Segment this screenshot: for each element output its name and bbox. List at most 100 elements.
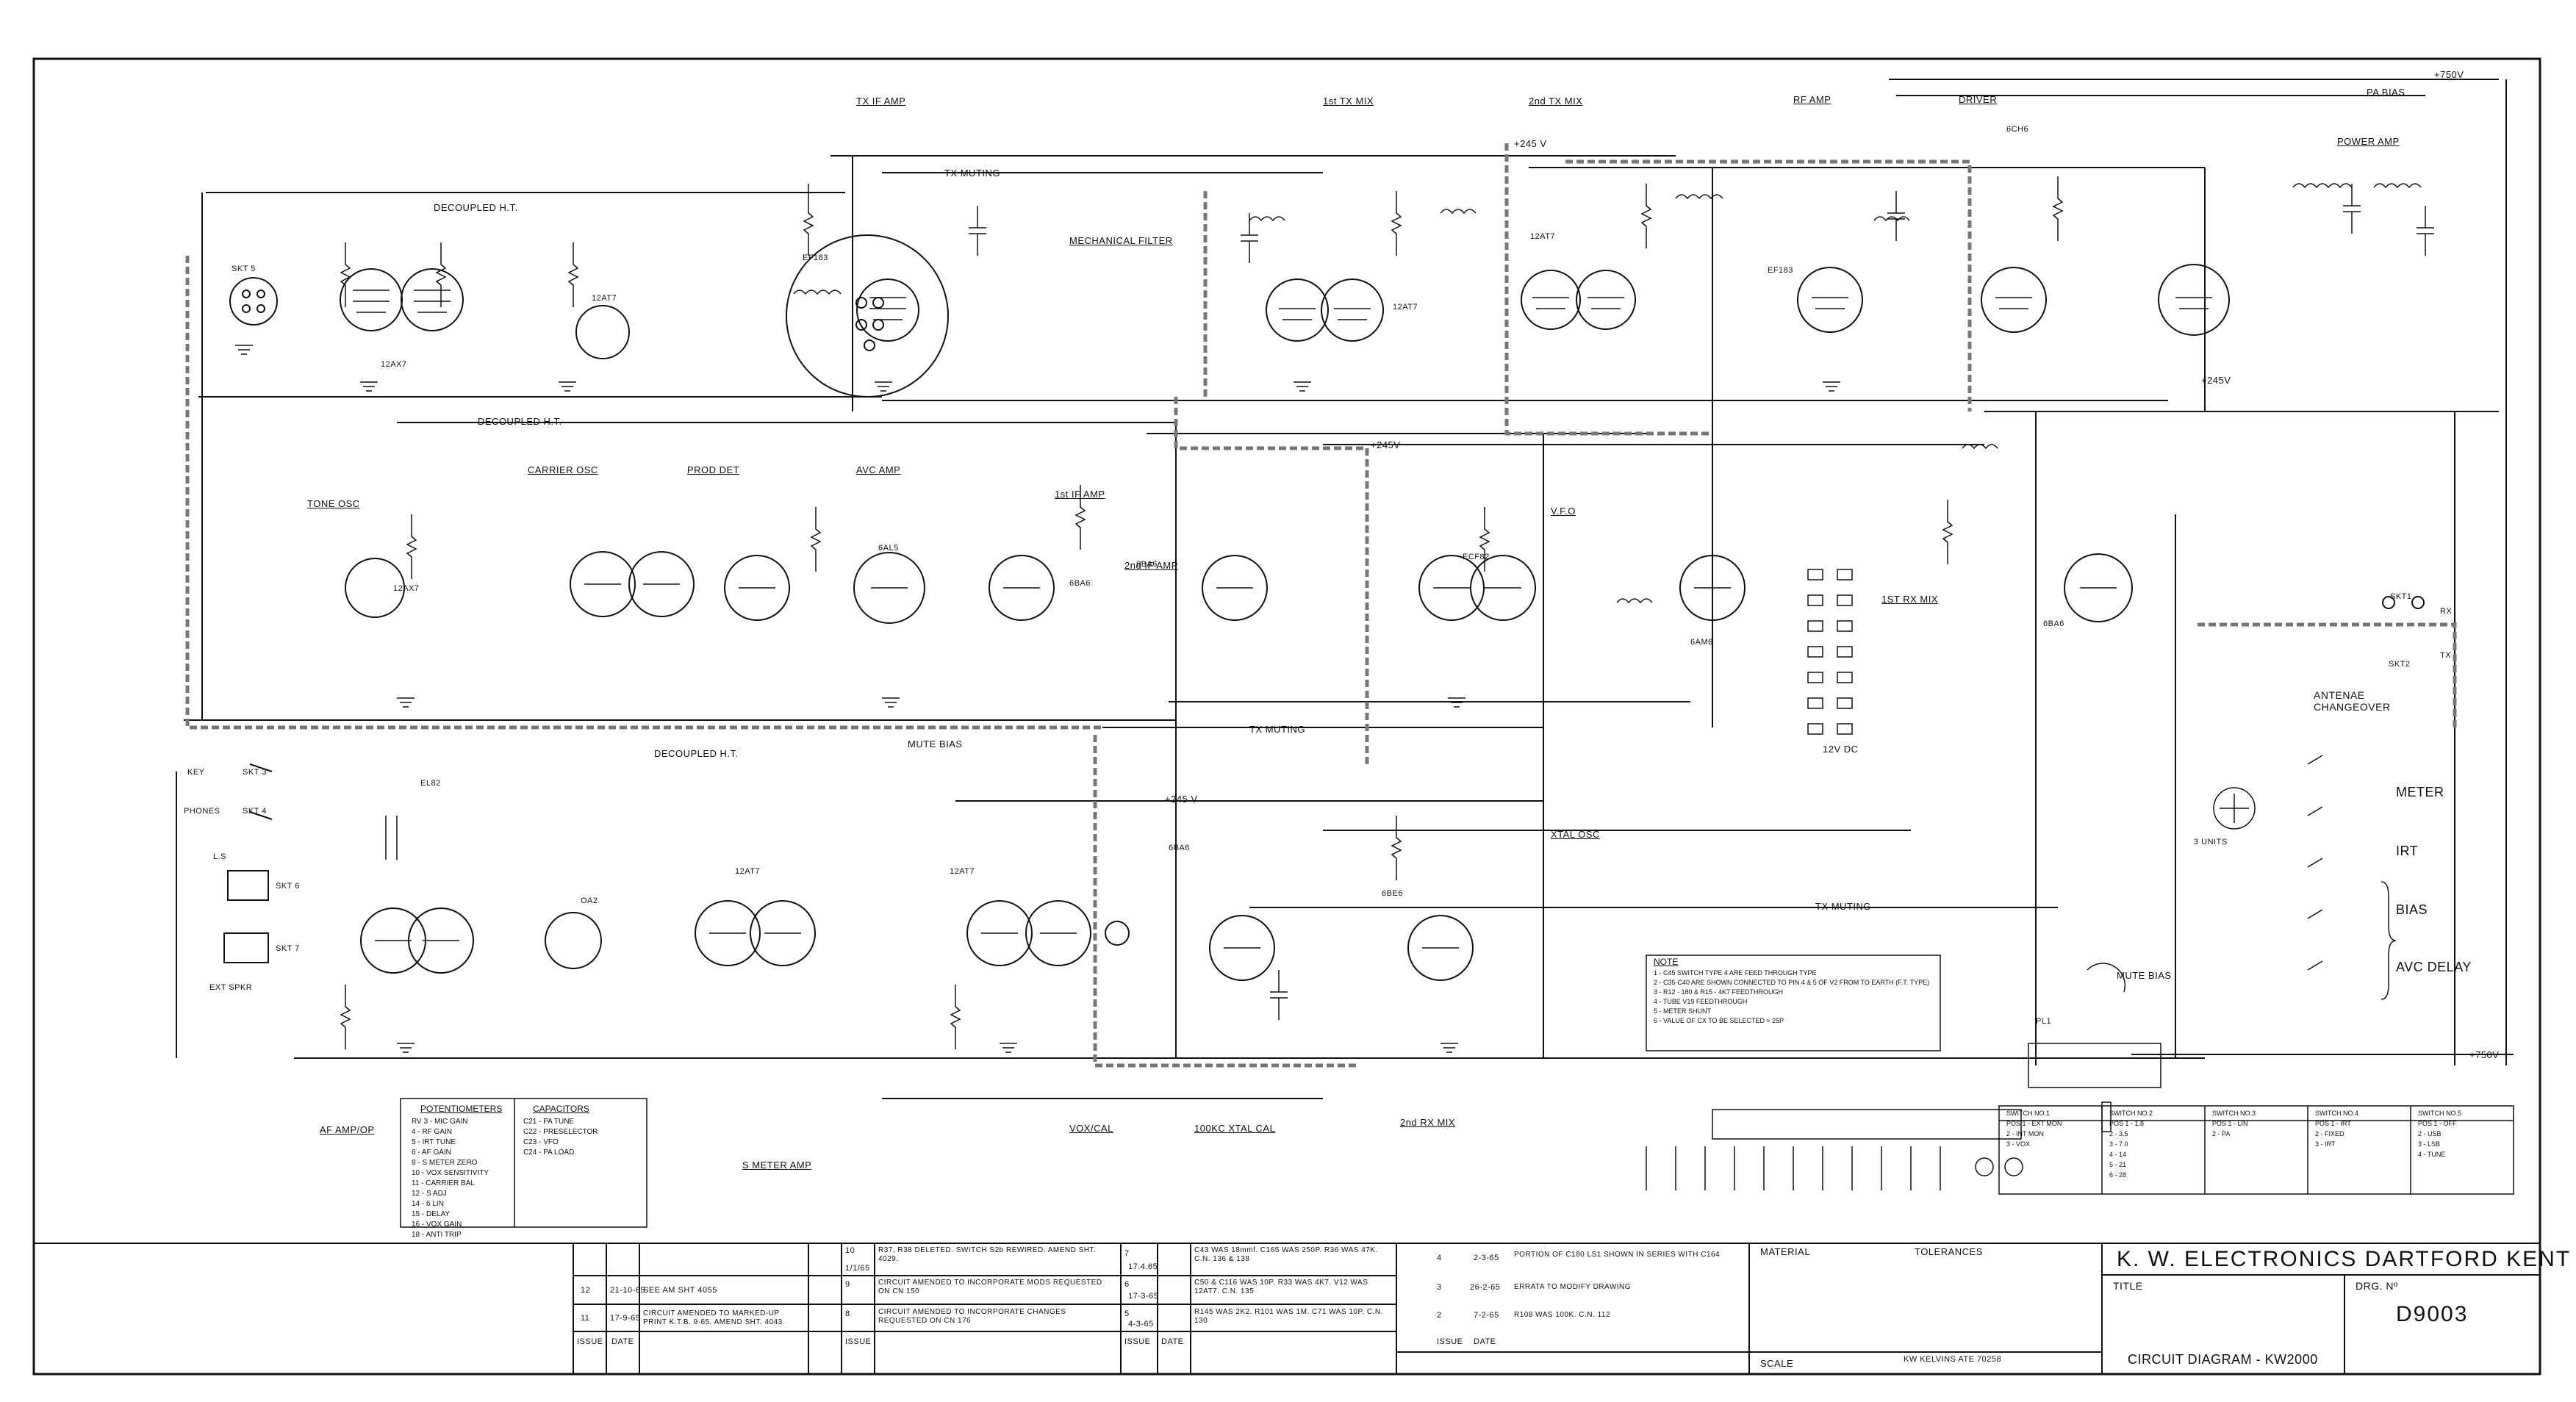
tube-v9: EF183 [1768, 266, 1793, 275]
rev-text: C43 WAS 18mmf. C165 WAS 250P. R36 WAS 47… [1194, 1246, 1378, 1263]
section-antenae-changeover: ANTENAE CHANGEOVER [2314, 689, 2391, 713]
section-xtal-cal: 100KC XTAL CAL [1194, 1123, 1276, 1134]
rev-text: R145 WAS 2K2. R101 WAS 1M. C71 WAS 10P. … [1194, 1308, 1383, 1325]
connector-skt3: SKT 3 [243, 768, 267, 777]
rev-text: R108 WAS 100K. C.N. 112 [1514, 1311, 1611, 1319]
rev-issue: 5 [1124, 1309, 1130, 1318]
pot-item: 4 - RF GAIN [412, 1128, 453, 1136]
sheet-border [32, 57, 2541, 1376]
key-boxes [400, 955, 2514, 1228]
connector-ls: L.S [213, 852, 227, 861]
rev-text: C50 & C116 WAS 10P. R33 WAS 4K7. V12 WAS… [1194, 1279, 1368, 1295]
notes-title: NOTE [1654, 957, 1679, 967]
drg-label: DRG. Nº [2356, 1280, 2398, 1292]
rev-date: 21-10-65 [610, 1286, 646, 1295]
tube-v17: ECF82 [1463, 553, 1490, 561]
section-tx-if-amp: TX IF AMP [856, 96, 906, 107]
notes-list: 1 - C45 SWITCH TYPE 4 ARE FEED THROUGH T… [1654, 968, 1929, 1026]
issue-header: ISSUE [1437, 1337, 1463, 1346]
pot-item: 11 - CARRIER BAL [412, 1179, 475, 1187]
switch-item: 3 - VOX [2006, 1140, 2031, 1148]
switch-item: 2 - USB [2418, 1130, 2442, 1137]
section-power-amp: POWER AMP [2337, 136, 2400, 147]
tube-v1: 12AX7 [381, 360, 407, 369]
rev-issue: 12 [581, 1286, 591, 1295]
capacitors-list: C21 - PA TUNE C22 - PRESELECTOR C23 - VF… [523, 1117, 598, 1158]
rev-issue: 6 [1124, 1280, 1130, 1289]
section-second-if-amp: 2nd IF AMP [1124, 560, 1178, 571]
switch-col-1: SWITCH NO.1 POS 1 - EXT MON 2 - INT MON … [2006, 1108, 2062, 1149]
rail-245-b: +245V [2201, 375, 2231, 386]
label-meter: METER [2396, 785, 2444, 799]
rev-text: CIRCUIT AMENDED TO MARKED-UP PRINT K.T.B… [643, 1309, 785, 1326]
potentiometers-title: POTENTIOMETERS [420, 1104, 503, 1114]
tube-v10: 6CH6 [2006, 125, 2029, 134]
note-item: 2 - C35-C40 ARE SHOWN CONNECTED TO PIN 4… [1654, 979, 1930, 986]
note-item: 5 - METER SHUNT [1654, 1007, 1712, 1015]
section-mechanical-filter: MECHANICAL FILTER [1069, 235, 1173, 246]
label-irt: IRT [2396, 844, 2419, 858]
section-driver: DRIVER [1959, 94, 1998, 105]
switch-item: POS 1 - IRT [2315, 1120, 2351, 1127]
date-header: DATE [1161, 1337, 1184, 1346]
tube-v16: 6BA6 [1136, 560, 1158, 569]
tube-v24: 6BA6 [1169, 844, 1190, 852]
section-vfo: V.F.O [1551, 506, 1576, 517]
cap-item: C23 - VFO [523, 1138, 559, 1146]
switch-item: 5 - 21 [2109, 1161, 2127, 1168]
issue-header: ISSUE [845, 1337, 872, 1346]
rev-date: 17-3-65 [1128, 1292, 1159, 1301]
rev-text: R37, R38 DELETED. SWITCH S2b REWIRED. AM… [878, 1246, 1097, 1263]
rev-issue: 4 [1437, 1254, 1442, 1262]
rail-tx-muting-c: TX MUTING [1815, 901, 1871, 912]
capacitors-title: CAPACITORS [533, 1104, 589, 1114]
tube-v12: 12AX7 [393, 584, 420, 593]
cap-item: C21 - PA TUNE [523, 1118, 575, 1126]
mechanical-filter [855, 297, 884, 351]
rev-date: 26-2-65 [1470, 1283, 1501, 1292]
coils [385, 183, 2422, 860]
crystal-bank [1807, 569, 1853, 735]
note-item: 3 - R12 - 180 & R15 - 4K7 FEEDTHROUGH [1654, 988, 1784, 996]
rev-issue: 8 [845, 1309, 850, 1318]
date-header: DATE [611, 1337, 634, 1346]
tube-v22: 12AT7 [735, 867, 761, 876]
scale-label: SCALE [1760, 1358, 1794, 1369]
tube-electrodes [353, 290, 2212, 949]
tube-v5: 12AT7 [592, 294, 617, 303]
rev-text: CIRCUIT AMENDED TO INCORPORATE CHANGES R… [878, 1308, 1066, 1325]
pot-item: 12 - S ADJ [412, 1190, 447, 1198]
connector-ext-spkr: EXT SPKR [209, 983, 253, 992]
drawing-number: D9003 [2396, 1302, 2469, 1326]
section-tone-osc: TONE OSC [307, 498, 360, 509]
connector-tx: TX [2440, 651, 2452, 660]
rail-245-d: +245 V [1165, 794, 1198, 805]
connector-key: KEY [187, 768, 205, 777]
rev-date: 1/1/65 [845, 1264, 870, 1273]
connector-phones: PHONES [184, 807, 220, 816]
connector-pl1: PL1 [2036, 1017, 2052, 1026]
tube-v13: 12AT7 [1530, 232, 1556, 241]
switch-item: 3 - IRT [2315, 1140, 2336, 1148]
rail-245-c: +245V [1371, 439, 1401, 450]
switch-header: SWITCH NO.3 [2212, 1110, 2256, 1117]
title-label: TITLE [2113, 1280, 2143, 1292]
rev-issue: 7 [1124, 1249, 1130, 1258]
note-item: 4 - TUBE V19 FEEDTHROUGH [1654, 998, 1748, 1005]
tube-v18: 6AM6 [1690, 638, 1713, 647]
section-pa-bias: PA BIAS [2367, 87, 2405, 98]
rev-issue: 10 [845, 1246, 855, 1255]
rev-issue: 11 [581, 1314, 590, 1323]
rev-date: 7-2-65 [1474, 1311, 1499, 1320]
note-item: 6 - VALUE OF CX TO BE SELECTED ≈ 25P [1654, 1017, 1784, 1024]
connector-symbols [223, 277, 2425, 963]
company-name: K. W. ELECTRONICS DARTFORD KENT [2117, 1247, 2572, 1271]
rev-text: CIRCUIT AMENDED TO INCORPORATE MODS REQU… [878, 1279, 1102, 1295]
cap-item: C24 - PA LOAD [523, 1148, 575, 1157]
section-s-meter-amp: S METER AMP [742, 1160, 812, 1171]
switch-item: POS 1 - OFF [2418, 1120, 2457, 1127]
section-first-if-amp: 1st IF AMP [1055, 489, 1105, 500]
component-clusters [340, 176, 2434, 1049]
tube-v25: 6BE6 [1382, 889, 1403, 898]
